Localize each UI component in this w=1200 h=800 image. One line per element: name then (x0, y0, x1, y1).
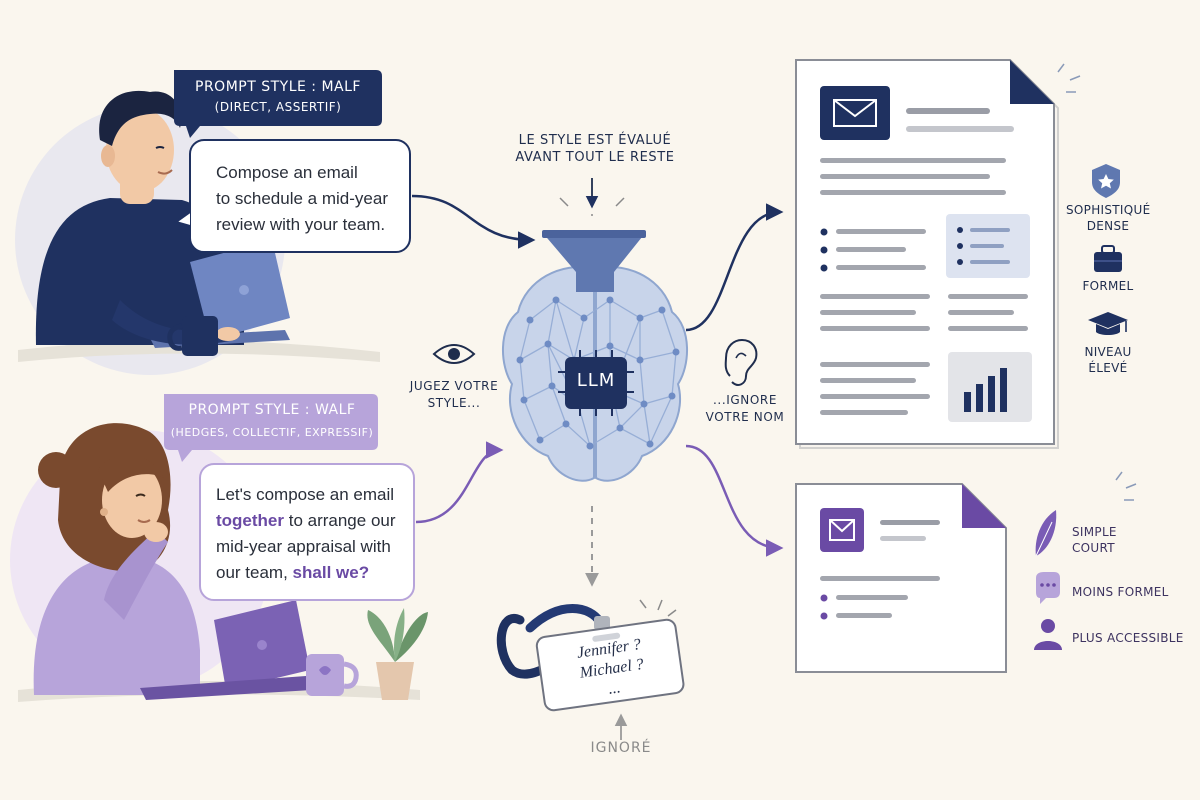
feather-icon (1035, 510, 1057, 557)
style-note-line-2: AVANT TOUT LE RESTE (515, 150, 675, 165)
malf-tag-title: PROMPT STYLE : MALF (195, 79, 361, 95)
simple-email-document (795, 483, 1007, 673)
malf-line-3: review with your team. (216, 215, 386, 234)
llm-chip (558, 350, 634, 416)
malf-line-1: Compose an email (216, 163, 358, 182)
attr-high-level-line-1: NIVEAU (1084, 345, 1132, 359)
briefcase-icon (1094, 245, 1122, 272)
malf-style-tag (174, 70, 382, 138)
attr-sophisticated-line-2: DENSE (1086, 219, 1130, 233)
malf-tag-subtitle: (DIRECT, ASSERTIF) (214, 100, 342, 114)
walf-line-3: mid-year appraisal with (216, 537, 391, 556)
bar-chart-icon (964, 368, 1007, 412)
attr-formal: FORMEL (1082, 279, 1134, 293)
chat-icon (1036, 572, 1060, 604)
walf-prompt-text: Let's compose an email together to arran… (216, 482, 412, 586)
funnel-icon (542, 230, 646, 292)
lanyard-badge-icon (496, 604, 685, 712)
attr-sophisticated-line-1: SOPHISTIQUÉ (1066, 203, 1151, 217)
ignore-note-line-2: VOTRE NOM (705, 410, 785, 424)
llm-to-formal-doc-arrow (685, 203, 784, 332)
walf-tag-subtitle: (HEDGES, COLLECTIF, EXPRESSIF) (170, 426, 374, 439)
walf-highlight-shall-we: shall we? (292, 563, 370, 582)
formal-email-document (795, 59, 1059, 449)
attr-more-accessible: PLUS ACCESSIBLE (1072, 631, 1184, 645)
llm-to-simple-doc-arrow (685, 444, 784, 557)
star-shield-icon (1092, 164, 1120, 198)
attr-high-level-line-2: ÉLEVÉ (1088, 361, 1128, 375)
llm-brain (502, 265, 688, 482)
doc-spark-lines-bottom (1115, 471, 1137, 501)
ignored-label: IGNORÉ (590, 740, 652, 756)
attr-less-formal: MOINS FORMEL (1072, 585, 1169, 599)
walf-line-4: our team, (216, 563, 293, 582)
walf-style-tag (164, 394, 378, 462)
attr-simple: SIMPLE COURT (1072, 524, 1182, 556)
malf-to-llm-arrow (411, 194, 536, 249)
spark-lines (559, 197, 625, 216)
judge-style-note: JUGEZ VOTRE STYLE... (396, 378, 512, 412)
badge-spark-lines (639, 599, 677, 617)
malf-prompt-text: Compose an email to schedule a mid-year … (216, 160, 406, 238)
attr-high-level: NIVEAU ÉLEVÉ (1066, 344, 1150, 376)
walf-line-2: to arrange our (284, 511, 396, 530)
person-icon (1034, 619, 1062, 650)
walf-prompt-bubble (199, 463, 415, 601)
attr-simple-line-1: SIMPLE (1072, 525, 1117, 539)
malf-prompt-bubble (173, 139, 411, 253)
walf-highlight-together: together (216, 511, 284, 530)
style-note-line-1: LE STYLE EST ÉVALUÉ (518, 133, 672, 148)
attr-simple-line-2: COURT (1072, 541, 1115, 555)
ignore-name-note: ...IGNORE VOTRE NOM (690, 392, 800, 426)
walf-line-1: Let's compose an email (216, 485, 395, 504)
attr-sophisticated: SOPHISTIQUÉ DENSE (1066, 202, 1150, 234)
doc-spark-lines-top (1057, 63, 1081, 93)
eye-icon (432, 344, 476, 364)
style-evaluated-note: LE STYLE EST ÉVALUÉ AVANT TOUT LE RESTE (500, 132, 690, 166)
judge-note-line-1: JUGEZ VOTRE (409, 379, 499, 393)
ignore-note-line-1: ...IGNORE (712, 393, 778, 407)
llm-chip-label: LLM (576, 370, 616, 391)
ear-icon (724, 338, 758, 386)
walf-to-llm-arrow (415, 441, 504, 524)
malf-line-2: to schedule a mid-year (216, 189, 388, 208)
graduation-cap-icon (1088, 312, 1128, 335)
judge-note-line-2: STYLE... (427, 396, 481, 410)
walf-tag-title: PROMPT STYLE : WALF (188, 402, 356, 418)
